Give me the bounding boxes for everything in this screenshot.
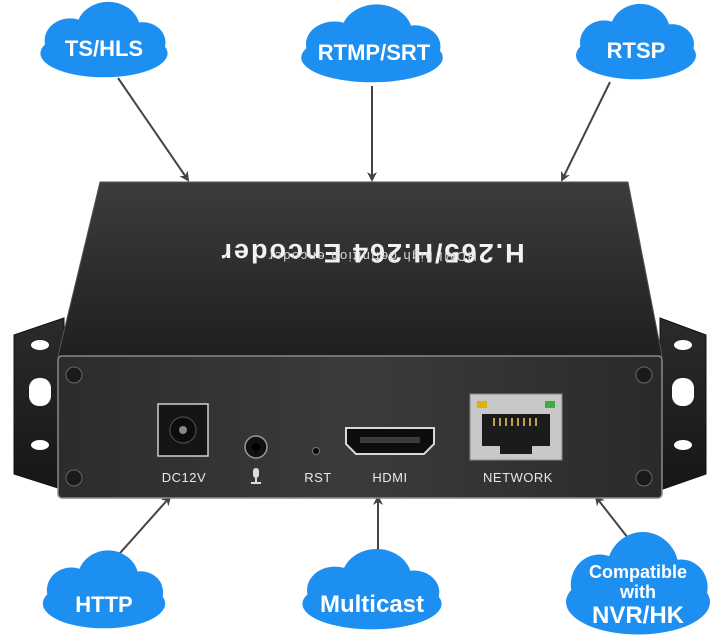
cloud-label-compatible-line1: Compatible [589,562,687,582]
cloud-rtmp-srt: RTMP/SRT [301,4,443,83]
cloud-label-http: HTTP [75,592,132,617]
cloud-rtsp: RTSP [576,3,696,80]
cloud-label-compatible-line3: NVR/HK [592,602,685,629]
ethernet-port-icon [469,393,563,461]
device-title: H.265/H.264 Encoder [219,238,524,268]
microphone-icon [251,468,261,484]
cloud-label-multicast: Multicast [320,591,424,618]
screw-icon [635,469,653,487]
mounting-bracket-left [13,317,65,491]
audio-jack-icon [244,435,268,459]
network-label: NETWORK [483,470,553,485]
arrow-rtsp [561,81,611,182]
device-subtitle: HDMI high definition encoder [267,249,477,264]
cloud-ts-hls: TS/HLS [40,1,168,78]
hdmi-port-icon [345,427,435,455]
hdmi-label: HDMI [372,470,407,485]
rst-label: RST [304,470,332,485]
cloud-label-rtmp-srt: RTMP/SRT [318,40,431,65]
mounting-bracket-right [659,317,707,491]
cloud-http: HTTP [42,550,166,629]
reset-hole-icon [312,447,320,455]
dc-label: DC12V [162,470,206,485]
screw-icon [635,366,653,384]
screw-icon [65,366,83,384]
screw-icon [65,469,83,487]
cloud-multicast: Multicast [302,548,442,630]
arrow-http [111,495,172,563]
cloud-label-rtsp: RTSP [607,38,666,63]
cloud-compatible-nvr: Compatible with NVR/HK [566,532,710,635]
arrow-ts-hls [117,77,190,182]
device-top-face: H.265/H.264 Encoder HDMI high definition… [57,181,663,357]
cloud-label-compatible-line2: with [619,582,656,602]
dc-jack-icon [157,403,209,457]
cloud-label-ts-hls: TS/HLS [65,36,143,61]
device-front-panel: DC12V RST HDMI [57,355,663,499]
